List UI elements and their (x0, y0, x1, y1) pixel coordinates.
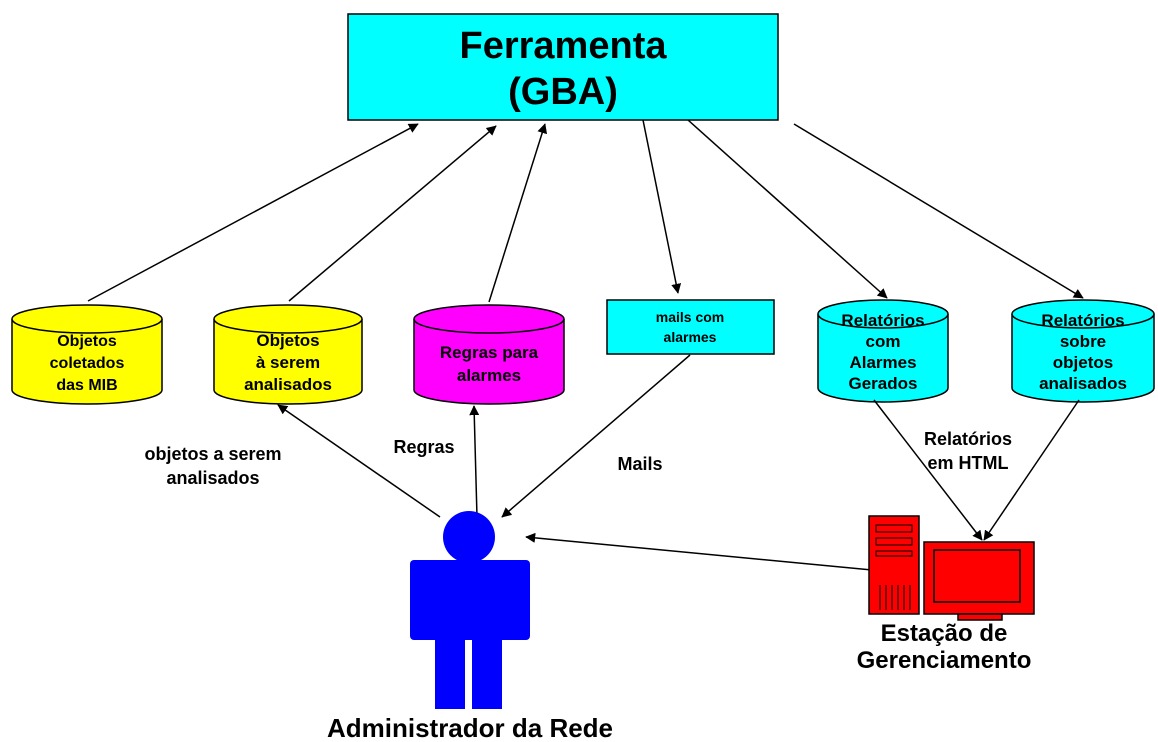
edge-label-regras: Regras (393, 437, 454, 457)
db-coletados-line2: coletados (50, 355, 125, 372)
db-rel-alarmes-line4: Gerados (849, 374, 918, 393)
arrow-tool-to-relatorios-objetos (793, 123, 1084, 299)
tool-box: Ferramenta (GBA) (347, 13, 779, 121)
db-rel-alarmes-line1: Relatórios (841, 311, 924, 330)
database-relatorios-alarmes: Relatórios com Alarmes Gerados (817, 299, 949, 403)
db-rel-objetos-line3: objetos (1053, 353, 1113, 372)
db-rel-alarmes-line2: com (866, 332, 901, 351)
arrow-regras-to-tool (488, 123, 548, 303)
arrow-rel-alarmes-to-station (873, 399, 983, 541)
db-coletados-line3: das MIB (56, 377, 117, 394)
arrow-tool-to-relatorios-alarmes (687, 119, 888, 299)
arrow-admin-to-regras (469, 405, 480, 518)
edge-label-relatorios-line1: Relatórios (924, 429, 1012, 449)
station-label-line2: Gerenciamento (857, 647, 1032, 674)
database-regras-alarmes: Regras para alarmes (413, 304, 565, 405)
db-rel-objetos-line1: Relatórios (1041, 311, 1124, 330)
mails-box: mails com alarmes (606, 299, 775, 355)
tool-title-line1: Ferramenta (460, 25, 668, 67)
mails-box-line1: mails com (656, 309, 724, 325)
arrow-rel-objetos-to-station (983, 399, 1080, 541)
arrow-admin-to-analisados (277, 404, 441, 518)
db-rel-alarmes-line3: Alarmes (849, 353, 916, 372)
db-regras-line1: Regras para (440, 343, 539, 362)
db-regras-line2: alarmes (457, 366, 521, 385)
admin-arrows (277, 354, 1080, 571)
edge-label-relatorios-line2: em HTML (928, 453, 1009, 473)
person-icon (410, 511, 530, 709)
tool-arrows (87, 119, 1084, 303)
db-coletados-line1: Objetos (57, 333, 117, 350)
db-analisados-line3: analisados (244, 375, 332, 394)
edge-label-objetos-line2: analisados (166, 468, 259, 488)
mails-box-line2: alarmes (664, 329, 717, 345)
arrow-station-to-admin (525, 532, 873, 571)
database-objetos-serem-analisados: Objetos à serem analisados (213, 304, 363, 405)
computer-icon (868, 515, 1035, 621)
db-rel-objetos-line2: sobre (1060, 332, 1106, 351)
admin-label: Administrador da Rede (327, 713, 613, 742)
database-objetos-coletados: Objetos coletados das MIB (11, 304, 163, 405)
db-analisados-line2: à serem (256, 353, 320, 372)
arrow-mails-to-admin (501, 354, 691, 518)
arrow-coletados-to-tool (87, 123, 419, 302)
station-label-line1: Estação de (881, 620, 1008, 647)
database-relatorios-objetos: Relatórios sobre objetos analisados (1011, 299, 1155, 403)
arrow-analisados-to-tool (288, 125, 497, 302)
edge-label-mails: Mails (617, 454, 662, 474)
edge-label-objetos-line1: objetos a serem (144, 444, 281, 464)
db-analisados-line1: Objetos (256, 331, 319, 350)
tool-title-line2: (GBA) (508, 71, 618, 113)
arrow-tool-to-mails (642, 119, 682, 294)
db-rel-objetos-line4: analisados (1039, 374, 1127, 393)
